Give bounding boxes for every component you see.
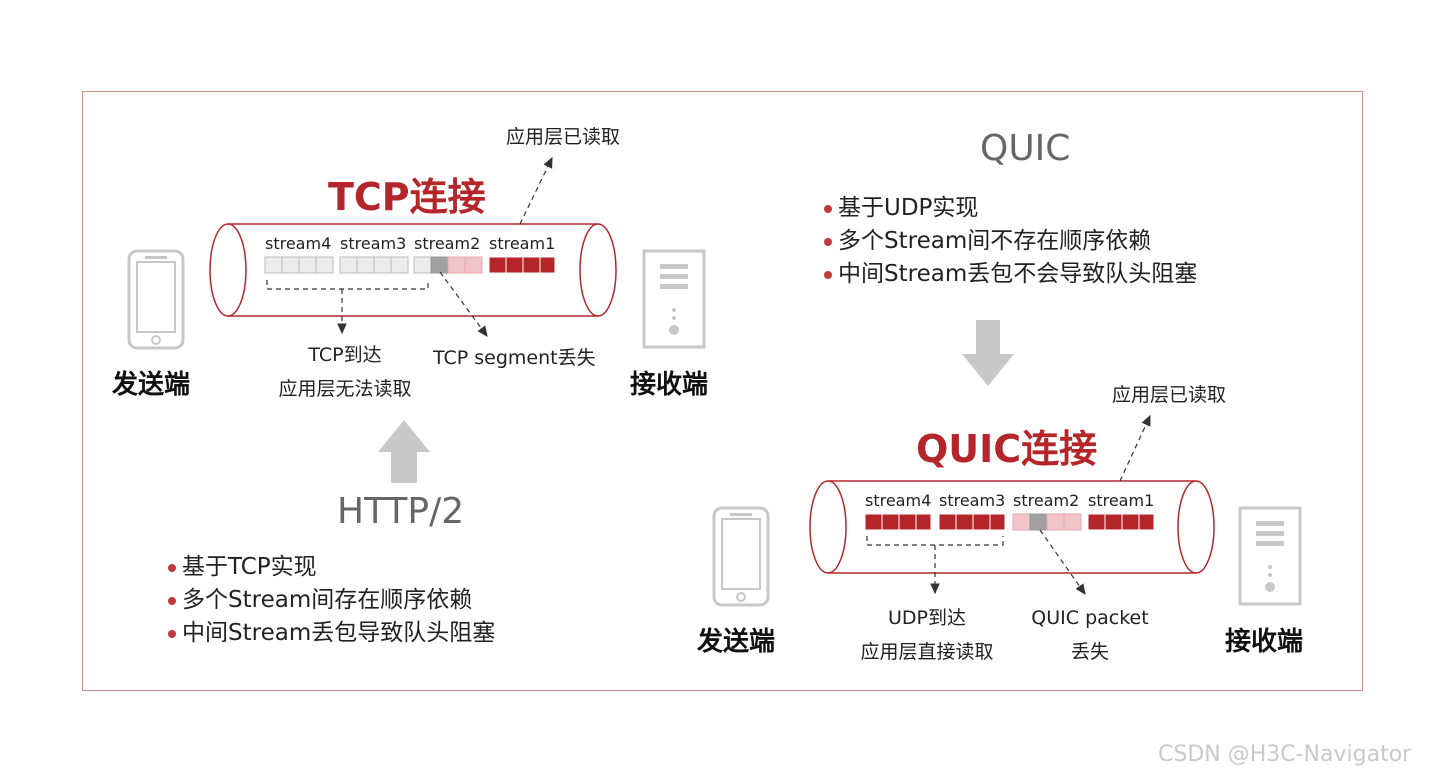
receiver-server-icon	[642, 249, 706, 349]
tcp-read-label: 应用层已读取	[506, 126, 621, 148]
tcp-arrived-line2: 应用层无法读取	[278, 378, 412, 400]
quic-bullet-2: 多个Stream间不存在顺序依赖	[838, 228, 1152, 254]
quic-bullet-list: 基于UDP实现 多个Stream间不存在顺序依赖 中间Stream丢包不会导致队…	[824, 192, 1197, 291]
quic-arrived-line2: 应用层直接读取	[860, 641, 994, 663]
tcp-stream1-label: stream1	[489, 234, 556, 253]
watermark-text: CSDN @H3C-Navigator	[1158, 742, 1412, 767]
tcp-lost-note: TCP segment丢失	[433, 347, 596, 369]
tcp-arrived-line1: TCP到达	[308, 344, 382, 366]
tcp-sender-label: 发送端	[112, 370, 191, 400]
quic-bullet-1: 基于UDP实现	[838, 195, 979, 221]
quic-read-label: 应用层已读取	[1112, 384, 1227, 406]
quic-stream3-packets	[938, 513, 1006, 531]
tcp-connection-title: TCP连接	[328, 175, 486, 219]
tcp-stream2-packets	[413, 256, 483, 274]
tcp-stream2-label: stream2	[414, 234, 481, 253]
tcp-stream4-label: stream4	[265, 234, 332, 253]
bullet-dot-icon	[168, 563, 176, 572]
bullet-dot-icon	[824, 204, 832, 213]
quic-arrived-line1: UDP到达	[888, 607, 966, 629]
quic-stream4-packets	[864, 513, 932, 531]
tcp-stream3-packets	[339, 256, 409, 274]
quic-lost-note: QUIC packet 丢失	[1020, 601, 1160, 669]
tcp-stream1-packets	[488, 256, 556, 274]
quic-receiver-server-icon	[1238, 506, 1302, 606]
tcp-stream3-label: stream3	[340, 234, 407, 253]
http2-bullet-list: 基于TCP实现 多个Stream间存在顺序依赖 中间Stream丢包导致队头阻塞	[168, 551, 495, 650]
quic-connection-title: QUIC连接	[916, 427, 1098, 471]
quic-stream2-packets	[1012, 513, 1082, 531]
down-arrow-icon	[962, 320, 1014, 386]
quic-stream4-label: stream4	[865, 491, 932, 510]
bullet-dot-icon	[168, 596, 176, 605]
http2-bullet-3: 中间Stream丢包导致队头阻塞	[182, 620, 496, 646]
quic-sender-phone-icon	[712, 506, 770, 607]
quic-title: QUIC	[980, 128, 1071, 169]
quic-stream2-label: stream2	[1013, 491, 1080, 510]
quic-receiver-label: 接收端	[1225, 627, 1304, 657]
http2-bullet-2: 多个Stream间存在顺序依赖	[182, 587, 473, 613]
quic-stream1-packets	[1087, 513, 1155, 531]
bullet-dot-icon	[824, 270, 832, 279]
quic-lost-line2: 丢失	[1070, 641, 1109, 663]
bullet-dot-icon	[824, 237, 832, 246]
http2-title: HTTP/2	[337, 491, 465, 532]
tcp-arrived-note: TCP到达 应用层无法读取	[270, 338, 420, 406]
quic-bullet-3: 中间Stream丢包不会导致队头阻塞	[838, 261, 1198, 287]
sender-phone-icon	[127, 249, 185, 350]
tcp-receiver-label: 接收端	[630, 370, 709, 400]
quic-stream1-label: stream1	[1088, 491, 1155, 510]
quic-lost-line1: QUIC packet	[1031, 607, 1149, 629]
tcp-pipe	[209, 223, 617, 317]
quic-pipe	[809, 480, 1215, 574]
quic-sender-label: 发送端	[697, 627, 776, 657]
diagram-frame	[82, 91, 1363, 691]
quic-stream3-label: stream3	[939, 491, 1006, 510]
http2-bullet-1: 基于TCP实现	[182, 554, 317, 580]
bullet-dot-icon	[168, 629, 176, 638]
tcp-stream4-packets	[264, 256, 334, 274]
up-arrow-icon	[378, 420, 430, 483]
quic-arrived-note: UDP到达 应用层直接读取	[852, 601, 1002, 669]
